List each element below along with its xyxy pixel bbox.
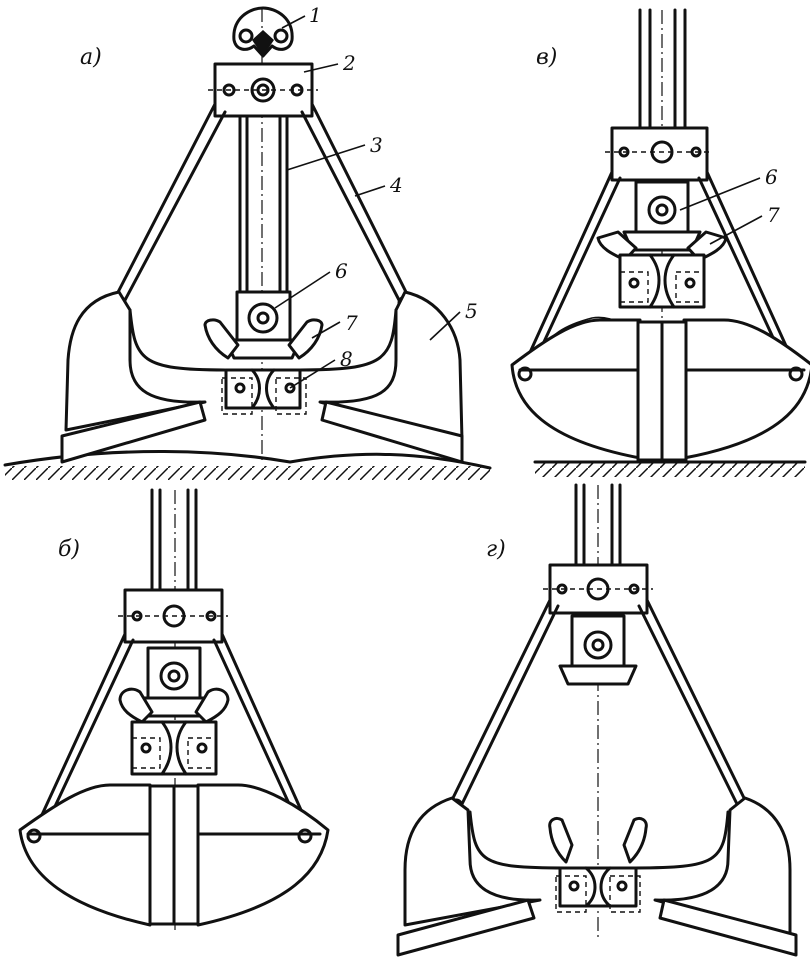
callout-3: 3 — [370, 133, 383, 157]
panel-a-open-grab: а) 1 2 3 4 5 6 7 8 — [3, 3, 492, 480]
left-rod-a — [113, 102, 227, 304]
lower-hinge-a — [221, 368, 307, 415]
callout-2: 2 — [342, 51, 356, 75]
panel-label-g: г) — [486, 537, 506, 562]
left-jaw-a — [60, 290, 227, 464]
right-catch-a — [287, 318, 324, 360]
callout-v6: 6 — [765, 165, 778, 189]
panel-v-closed-grab: в) 6 7 — [510, 8, 810, 477]
panel-b-closed-lifting: б) — [18, 488, 330, 930]
panel-label-b: б) — [58, 537, 80, 562]
shackle — [232, 6, 294, 58]
ground-a — [3, 449, 492, 480]
panel-label-v: в) — [536, 45, 557, 70]
panel-label-a: а) — [80, 45, 102, 70]
callout-7: 7 — [345, 311, 358, 335]
right-jaw-a — [298, 290, 464, 464]
callout-v7: 7 — [767, 203, 780, 227]
callout-6: 6 — [335, 259, 348, 283]
callout-4: 4 — [389, 173, 403, 197]
central-rod-a — [238, 114, 289, 294]
callout-1: 1 — [309, 3, 322, 27]
left-catch-a — [203, 318, 240, 360]
ground-v — [533, 460, 807, 477]
right-rod-a — [300, 102, 411, 304]
callout-5: 5 — [465, 299, 478, 323]
panel-g-open-lifting: г) — [396, 483, 798, 957]
head-block-a — [208, 62, 318, 118]
callout-8: 8 — [340, 347, 353, 371]
